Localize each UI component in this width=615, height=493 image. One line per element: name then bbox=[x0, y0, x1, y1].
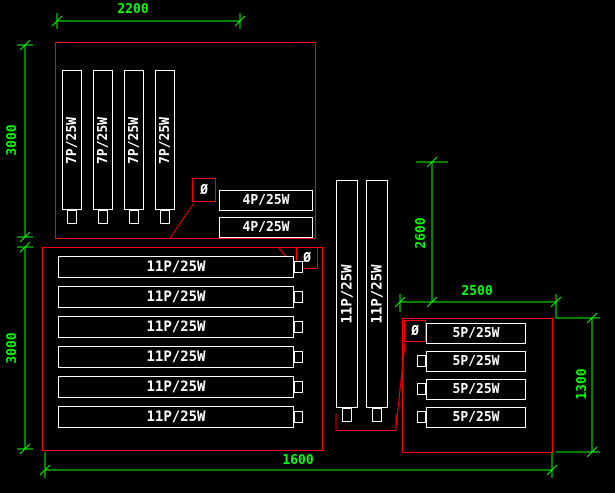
fixture-5p-3: 5P/25W bbox=[426, 379, 526, 400]
fixture-tab bbox=[294, 351, 303, 363]
fixture-tab bbox=[294, 411, 303, 423]
fixture-stem bbox=[160, 210, 170, 224]
fixture-stem bbox=[372, 408, 382, 422]
fixture-5p-4: 5P/25W bbox=[426, 407, 526, 428]
fixture-label: 11P/25W bbox=[369, 264, 386, 324]
fixture-tab bbox=[417, 383, 426, 395]
fixture-stem bbox=[342, 408, 352, 422]
fixture-11p-h1: 11P/25W bbox=[58, 256, 294, 278]
fixture-label: 7P/25W bbox=[95, 116, 111, 164]
fixture-11p-h3: 11P/25W bbox=[58, 316, 294, 338]
dimension-label-bottom: 1600 bbox=[282, 452, 314, 468]
dimension-label-left-lower: 3000 bbox=[4, 332, 20, 364]
fixture-label: 4P/25W bbox=[242, 193, 290, 208]
fixture-tab bbox=[294, 321, 303, 333]
distribution-box-symbol-3: Ø bbox=[404, 320, 426, 342]
fixture-7p-2: 7P/25W bbox=[93, 70, 113, 210]
dimension-label-top: 2200 bbox=[117, 1, 149, 17]
fixture-7p-3: 7P/25W bbox=[124, 70, 144, 210]
fixture-stem bbox=[67, 210, 77, 224]
diameter-icon: Ø bbox=[200, 182, 208, 198]
fixture-11p-h4: 11P/25W bbox=[58, 346, 294, 368]
fixture-11p-h5: 11P/25W bbox=[58, 376, 294, 398]
fixture-5p-1: 5P/25W bbox=[426, 323, 526, 344]
distribution-box-symbol-1: Ø bbox=[192, 178, 216, 202]
fixture-7p-4: 7P/25W bbox=[155, 70, 175, 210]
fixture-4p-1: 4P/25W bbox=[219, 190, 313, 211]
fixture-label: 11P/25W bbox=[146, 409, 206, 425]
fixture-11p-h2: 11P/25W bbox=[58, 286, 294, 308]
fixture-4p-2: 4P/25W bbox=[219, 217, 313, 238]
fixture-label: 5P/25W bbox=[452, 382, 500, 397]
diameter-icon: Ø bbox=[411, 323, 419, 339]
fixture-label: 5P/25W bbox=[452, 354, 500, 369]
dimension-label-middle: 2600 bbox=[413, 217, 429, 249]
fixture-label: 11P/25W bbox=[146, 259, 206, 275]
dimension-label-right-side: 1300 bbox=[574, 368, 590, 400]
fixture-stem bbox=[98, 210, 108, 224]
fixture-label: 5P/25W bbox=[452, 410, 500, 425]
fixture-stem bbox=[129, 210, 139, 224]
fixture-tab bbox=[417, 355, 426, 367]
fixture-5p-2: 5P/25W bbox=[426, 351, 526, 372]
dimension-lines bbox=[17, 13, 600, 478]
fixture-11p-h6: 11P/25W bbox=[58, 406, 294, 428]
fixture-label: 7P/25W bbox=[157, 116, 173, 164]
fixture-11p-v2: 11P/25W bbox=[366, 180, 388, 408]
dimension-label-right-top: 2500 bbox=[461, 283, 493, 299]
fixture-tab bbox=[294, 261, 303, 273]
fixture-label: 11P/25W bbox=[146, 379, 206, 395]
fixture-label: 11P/25W bbox=[339, 264, 356, 324]
dimension-label-left-upper: 3000 bbox=[4, 124, 20, 156]
fixture-label: 11P/25W bbox=[146, 319, 206, 335]
fixture-11p-v1: 11P/25W bbox=[336, 180, 358, 408]
fixture-tab bbox=[294, 291, 303, 303]
fixture-label: 7P/25W bbox=[126, 116, 142, 164]
fixture-label: 11P/25W bbox=[146, 289, 206, 305]
fixture-tab bbox=[294, 381, 303, 393]
fixture-label: 7P/25W bbox=[64, 116, 80, 164]
fixture-tab bbox=[417, 411, 426, 423]
fixture-label: 5P/25W bbox=[452, 326, 500, 341]
diameter-icon: Ø bbox=[303, 250, 311, 266]
fixture-7p-1: 7P/25W bbox=[62, 70, 82, 210]
fixture-label: 4P/25W bbox=[242, 220, 290, 235]
fixture-label: 11P/25W bbox=[146, 349, 206, 365]
